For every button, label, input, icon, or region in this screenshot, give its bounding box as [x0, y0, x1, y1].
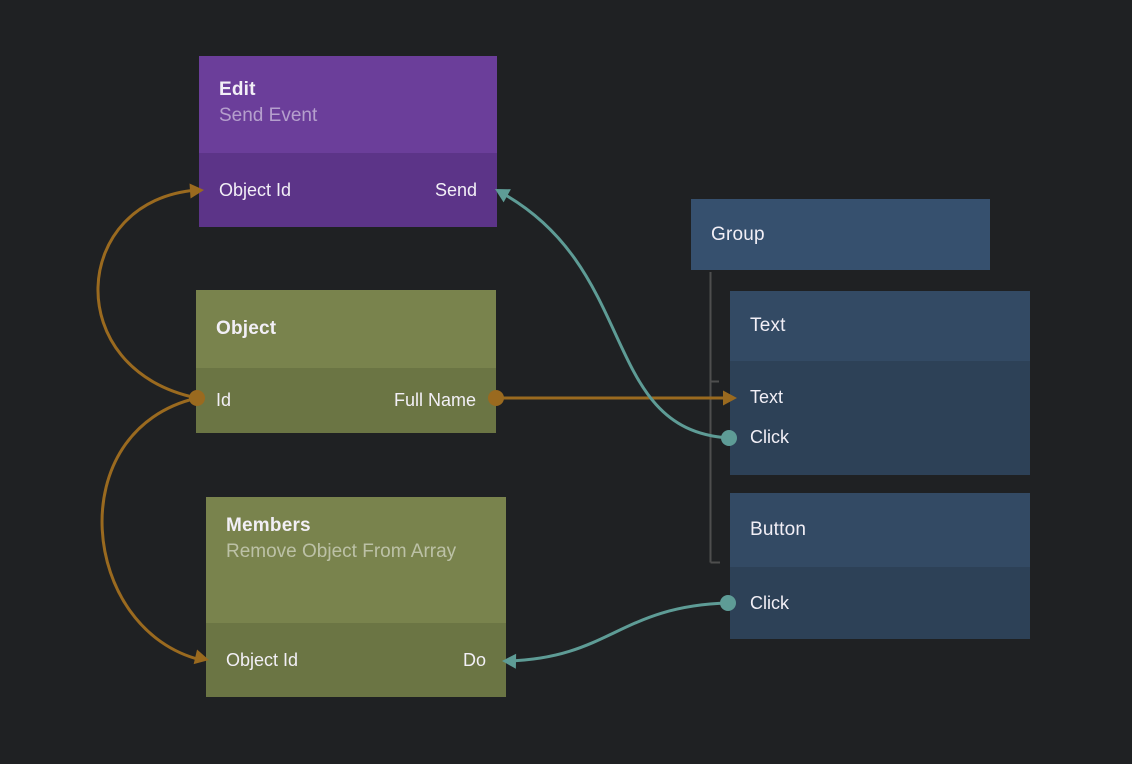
- node-title: Button: [750, 519, 807, 540]
- node-subtitle: Remove Object From Array: [226, 541, 457, 562]
- node-header: Edit Send Event: [199, 56, 497, 153]
- port-object-id[interactable]: Object Id: [219, 179, 292, 200]
- node-object[interactable]: Object Id Full Name: [196, 290, 496, 433]
- connection-click-to-do[interactable]: [502, 601, 729, 669]
- node-subtitle: Send Event: [219, 104, 318, 126]
- port-object-id[interactable]: Object Id: [226, 649, 299, 670]
- node-title: Edit: [219, 78, 256, 100]
- port-click[interactable]: Click: [750, 426, 789, 447]
- port-id[interactable]: Id: [216, 390, 232, 410]
- port-do[interactable]: Do: [462, 649, 486, 670]
- node-group[interactable]: Group: [691, 199, 990, 270]
- node-button[interactable]: Button Click: [730, 493, 1030, 639]
- connection-id-to-members-object-id[interactable]: [100, 396, 211, 667]
- node-title: Group: [711, 223, 765, 245]
- port-send[interactable]: Send: [434, 179, 477, 200]
- connection-full-name-to-text[interactable]: [496, 390, 737, 406]
- port-full-name[interactable]: Full Name: [393, 390, 476, 410]
- tree-connector: [709, 272, 720, 564]
- connection-id-to-edit-object-id[interactable]: [96, 183, 205, 400]
- node-title: Members: [226, 515, 311, 536]
- node-header: Members Remove Object From Array: [206, 497, 506, 623]
- port-text[interactable]: Text: [750, 386, 784, 407]
- node-text[interactable]: Text Text Click: [730, 291, 1030, 475]
- port-click[interactable]: Click: [750, 592, 789, 613]
- node-header: Text: [730, 291, 1030, 361]
- node-title: Text: [750, 315, 786, 336]
- node-members-remove-object[interactable]: Members Remove Object From Array Object …: [206, 497, 506, 697]
- node-port-section: Object Id Send: [199, 153, 497, 227]
- node-edit-send-event[interactable]: Edit Send Event Object Id Send: [199, 56, 497, 227]
- node-port-section: Object Id Do: [206, 623, 506, 697]
- node-header: Group: [691, 199, 990, 270]
- node-title: Object: [216, 318, 277, 339]
- node-header: Object: [196, 290, 496, 368]
- node-port-section: Id Full Name: [196, 368, 496, 433]
- node-header: Button: [730, 493, 1030, 567]
- node-port-section: Click: [730, 567, 1030, 639]
- node-port-section: Text Click: [730, 361, 1030, 475]
